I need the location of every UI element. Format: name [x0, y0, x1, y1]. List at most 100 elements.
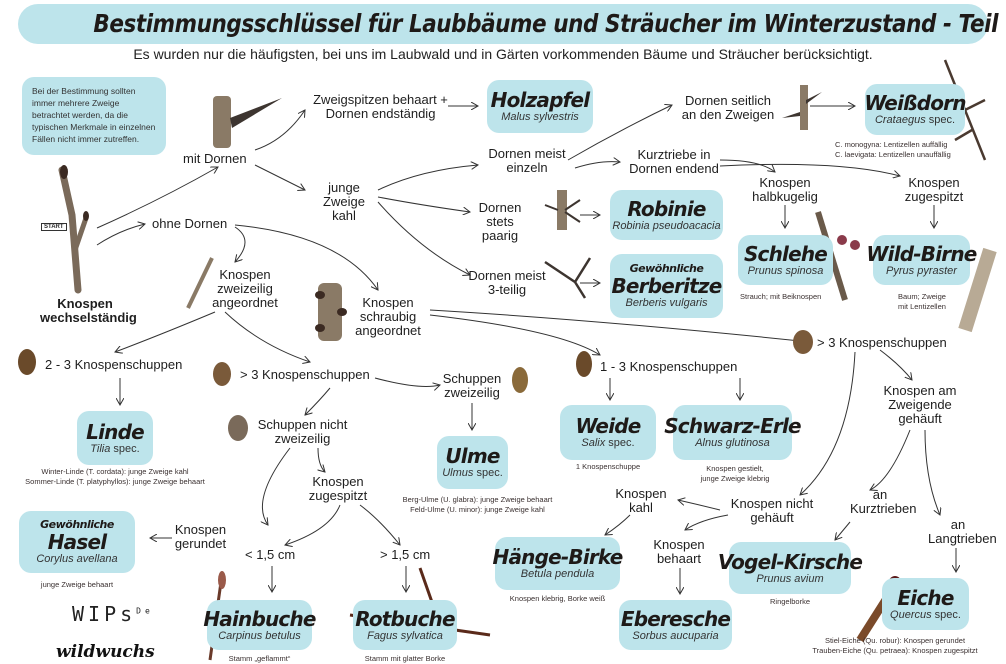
species-latin: Alnus glutinosa [695, 437, 770, 449]
node-knospen-kahl: Knospen kahl [615, 486, 667, 515]
wildwuchs-logo: wildwuchs [56, 642, 155, 662]
bud-scale-icons [18, 330, 813, 441]
info-box: Bei der Bestimmung sollten immer mehrere… [22, 77, 166, 155]
species-name: Eiche [897, 585, 954, 610]
note-rotbuche: Stamm mit glatter Borke [364, 654, 446, 663]
paired-thorn-image [544, 190, 581, 230]
node-zugespitzt-top: Knospen zugespitzt [904, 175, 964, 204]
species-name: Wild-Birne [866, 241, 977, 266]
species-latin: Fagus sylvatica [367, 629, 443, 642]
species-latin: Prunus avium [756, 572, 824, 585]
species-name: Eberesche [620, 606, 731, 631]
species-latin: Carpinus betulus [218, 629, 301, 642]
node-schuppen-zweizeilig: Schuppen zweizeilig [442, 371, 502, 400]
species-latin: Betula pendula [520, 568, 595, 580]
species-latin: Sorbus aucuparia [632, 629, 719, 642]
node-ohne-dornen: ohne Dornen [152, 216, 228, 231]
node-gerundet: Knospen gerundet [174, 522, 227, 551]
node-schuppen-nicht-zweizeilig: Schuppen nicht zweizeilig [257, 417, 348, 446]
thorn-twig-image [213, 96, 282, 148]
node-schuppen-gt3-left: > 3 Knospenschuppen [240, 367, 370, 382]
note-eiche: Stiel-Eiche (Qu. robur): Knospen gerunde… [812, 636, 978, 655]
note-ulme: Berg-Ulme (U. glabra): junge Zweige beha… [402, 495, 553, 514]
species-latin: Prunus spinosa [747, 264, 824, 277]
node-mit-dornen: mit Dornen [183, 151, 247, 166]
node-schuppen-1-3: 1 - 3 Knospenschuppen [600, 359, 738, 374]
species-latin: Crataegus spec. [874, 114, 956, 126]
node-nicht-gehaeuft: Knospen nicht gehäuft [730, 496, 814, 525]
species-name: Hänge-Birke [492, 545, 624, 569]
lateral-thorn-image [782, 85, 822, 130]
node-an-langtrieben: an Langtrieben [928, 517, 997, 546]
node-knospen-behaart: Knospen behaart [653, 537, 705, 566]
page-title: Bestimmungsschlüssel für Laubbäume und S… [93, 9, 1006, 38]
node-dornen-paarig: Dornen stets paarig [478, 200, 522, 243]
wips-logo: WIPsDe [72, 602, 154, 626]
note-hainbuche: Stamm „geflammt“ [228, 654, 291, 663]
species-name: Hainbuche [203, 606, 316, 631]
note-schlehe: Strauch; mit Beiknospen [740, 292, 822, 301]
start-twig-image [58, 165, 89, 294]
triple-thorn-image [544, 257, 592, 299]
node-zweizeilig: Knospen zweizeilig angeordnet [212, 267, 278, 310]
node-schraubig: Knospen schraubig angeordnet [355, 295, 421, 338]
spiral-twig-image [315, 283, 347, 341]
note-schwarzerle: Knospen gestielt,junge Zweige klebrig [700, 464, 770, 483]
species-latin: Malus sylvestris [501, 111, 579, 123]
node-dornen-3: Dornen meist 3-teilig [468, 268, 546, 297]
species-prefix: Gewöhnliche [629, 261, 704, 275]
note-hasel: junge Zweige behaart [40, 580, 114, 589]
species-latin: Quercus spec. [890, 608, 961, 621]
node-schuppen-2-3: 2 - 3 Knospenschuppen [45, 357, 183, 372]
node-schuppen-gt3-right: > 3 Knospenschuppen [817, 335, 947, 350]
subtitle: Es wurden nur die häufigsten, bei uns im… [133, 46, 873, 62]
root-node: Knospen wechselständig [40, 296, 137, 325]
hawthorn-twig-image [943, 59, 987, 161]
species-name: Linde [86, 419, 145, 444]
note-vogelkirsche: Ringelborke [769, 597, 811, 606]
title-banner: Bestimmungsschlüssel für Laubbäume und S… [18, 4, 1006, 44]
species-name: Rotbuche [355, 606, 455, 631]
distichous-twig-image [186, 257, 214, 309]
species-name: Weide [575, 414, 641, 438]
species-name: Vogel-Kirsche [717, 549, 863, 574]
species-latin: Salix spec. [581, 437, 635, 449]
species-name: Schwarz-Erle [664, 414, 801, 438]
species-latin: Berberis vulgaris [625, 296, 708, 309]
node-an-kurztrieben: an Kurztrieben [850, 487, 917, 516]
species-name: Hasel [47, 529, 107, 554]
node-junge-zweige-kahl: junge Zweige kahl [323, 180, 365, 223]
species-latin: Pyrus pyraster [886, 264, 957, 277]
node-kurztriebe: Kurztriebe in Dornen endend [629, 147, 719, 176]
note-weide: 1 Knospenschuppe [575, 462, 641, 471]
species-name: Holzapfel [490, 88, 591, 112]
start-label: START [41, 223, 67, 231]
node-dornen-seitlich: Dornen seitlich an den Zweigen [681, 93, 775, 122]
species-latin: Tilia spec. [90, 442, 140, 455]
node-lt-15cm: < 1,5 cm [245, 547, 296, 562]
species-latin: Robinia pseudoacacia [612, 219, 721, 232]
species-prefix: Gewöhnliche [40, 517, 114, 531]
species-name: Robinie [627, 196, 706, 221]
node-gt-15cm: > 1,5 cm [380, 547, 431, 562]
